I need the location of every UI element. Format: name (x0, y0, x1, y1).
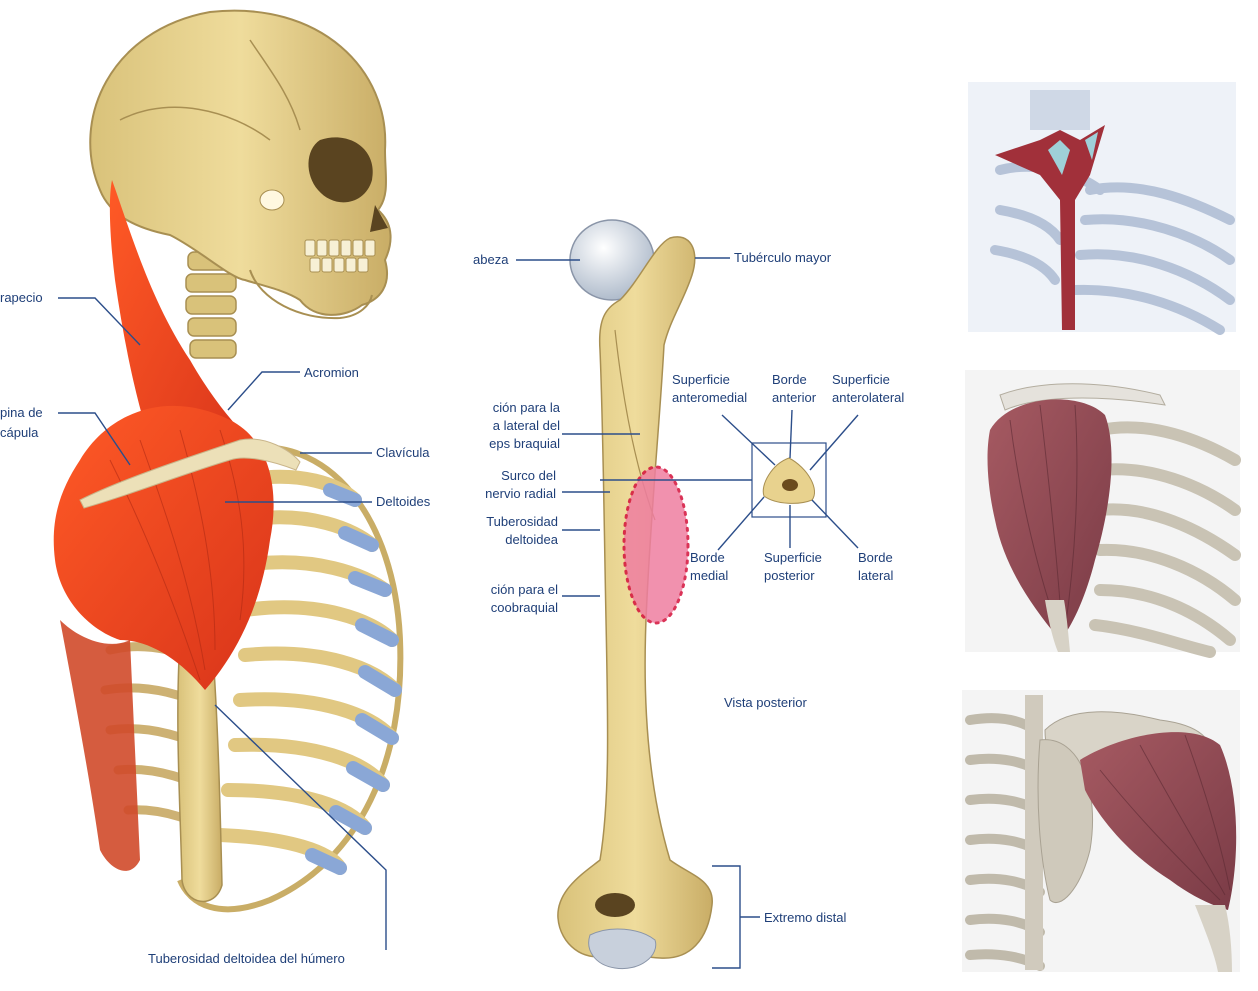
borde-anterior-leader (789, 409, 793, 459)
label-borde-lateral-line2: lateral (858, 568, 894, 583)
label-insercion-lateral-line1: ción para la (493, 400, 561, 415)
label-deltoides: Deltoides (376, 494, 431, 509)
label-borde-anterior-line1: Borde (772, 372, 807, 387)
sup-anteromedial-leader (721, 414, 776, 466)
acromion-leader (227, 371, 300, 411)
label-borde-lateral-line1: Borde (858, 550, 893, 565)
deltoid-front-muscle (987, 399, 1112, 640)
deltoid-muscle (53, 405, 274, 690)
sup-anterolateral-leader (809, 414, 859, 471)
label-borde-medial-line2: medial (690, 568, 728, 583)
label-cabeza: abeza (473, 252, 509, 267)
label-insercion-lateral-line2: a lateral del (493, 418, 560, 433)
label-sup-posterior-line2: posterior (764, 568, 815, 583)
left-arm-bone (60, 620, 223, 902)
clavicle-bone (79, 438, 301, 509)
trapezius-muscle (109, 180, 251, 470)
label-espina-line1: pina de (0, 405, 43, 420)
deltoid-back-muscle (1080, 732, 1237, 910)
trochlea (588, 928, 657, 970)
label-tuberosidad-line1: Tuberosidad (486, 514, 558, 529)
cross-section (751, 442, 827, 518)
tuberosidad-humero-leader (214, 704, 387, 950)
label-surco-line1: Surco del (501, 468, 556, 483)
borde-medial-leader (717, 496, 765, 551)
left-figure: rapecio Acromion pina de cápula Clavícul… (0, 9, 431, 966)
label-sup-posterior-line1: Superficie (764, 550, 822, 565)
label-tuberculo-mayor: Tubérculo mayor (734, 250, 832, 265)
label-sup-anterolateral-line1: Superficie (832, 372, 890, 387)
thumbnail-deltoid-back (962, 690, 1240, 972)
label-insercion-braquial-line2: coobraquial (491, 600, 558, 615)
label-trapecio: rapecio (0, 290, 43, 305)
humerus-figure: abeza Tubérculo mayor ción para la a lat… (473, 219, 904, 970)
trapecio-leader (58, 297, 141, 346)
thumbnail-deltoid-front (965, 370, 1241, 658)
label-surco-line2: nervio radial (485, 486, 556, 501)
label-insercion-braquial-line1: ción para el (491, 582, 558, 597)
skull (89, 9, 392, 320)
label-extremo-distal: Extremo distal (764, 910, 846, 925)
label-sup-anterolateral-line2: anterolateral (832, 390, 904, 405)
label-acromion: Acromion (304, 365, 359, 380)
label-sup-anteromedial-line2: anteromedial (672, 390, 747, 405)
borde-lateral-leader (811, 499, 859, 549)
label-vista-posterior: Vista posterior (724, 695, 808, 710)
label-insercion-lateral-line3: eps braquial (489, 436, 560, 451)
deltoid-tuberosity-highlight (622, 465, 690, 625)
espina-leader (58, 412, 131, 466)
label-borde-anterior-line2: anterior (772, 390, 817, 405)
label-sup-anteromedial-line1: Superficie (672, 372, 730, 387)
label-borde-medial-line1: Borde (690, 550, 725, 565)
label-clavicula: Clavícula (376, 445, 430, 460)
extremo-distal-bracket (712, 865, 760, 969)
label-tuberosidad-humero: Tuberosidad deltoidea del húmero (148, 951, 345, 966)
label-tuberosidad-line2: deltoidea (505, 532, 559, 547)
sternum-highlight (995, 125, 1105, 330)
thumbnail-sternum (968, 82, 1236, 335)
label-espina-line2: cápula (0, 425, 39, 440)
